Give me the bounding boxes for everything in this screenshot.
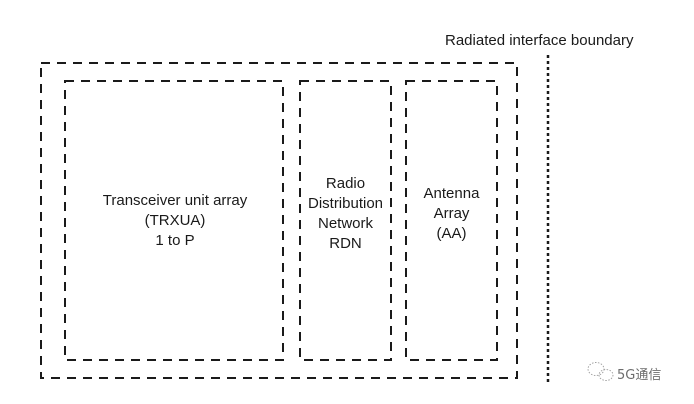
watermark-text: 5G通信 bbox=[617, 368, 661, 383]
rdn-label-line-1: Radio bbox=[326, 175, 365, 192]
aa-label-line-3: (AA) bbox=[437, 225, 467, 242]
wechat-icon bbox=[587, 362, 614, 381]
outer-system-boundary bbox=[40, 62, 518, 379]
rdn-label-line-4: RDN bbox=[329, 235, 362, 252]
aa-label-line-1: Antenna bbox=[424, 185, 481, 202]
aa-label-line-2: Array bbox=[434, 205, 470, 222]
trxua-box bbox=[64, 80, 284, 361]
aa-block: Antenna Array (AA) bbox=[405, 80, 498, 361]
trxua-label-line-2: (TRXUA) bbox=[145, 212, 206, 229]
rdn-box bbox=[299, 80, 392, 361]
aa-box bbox=[405, 80, 498, 361]
rdn-block: Radio Distribution Network RDN bbox=[299, 80, 392, 361]
trxua-block: Transceiver unit array (TRXUA) 1 to P bbox=[64, 80, 284, 361]
watermark: 5G通信 bbox=[587, 362, 661, 383]
rdn-label-line-2: Distribution bbox=[308, 195, 383, 212]
rdn-label-line-3: Network bbox=[318, 215, 374, 232]
trxua-label-line-1: Transceiver unit array bbox=[103, 192, 248, 209]
trxua-label-line-3: 1 to P bbox=[155, 232, 194, 249]
radiated-interface-boundary-label: Radiated interface boundary bbox=[445, 32, 634, 49]
